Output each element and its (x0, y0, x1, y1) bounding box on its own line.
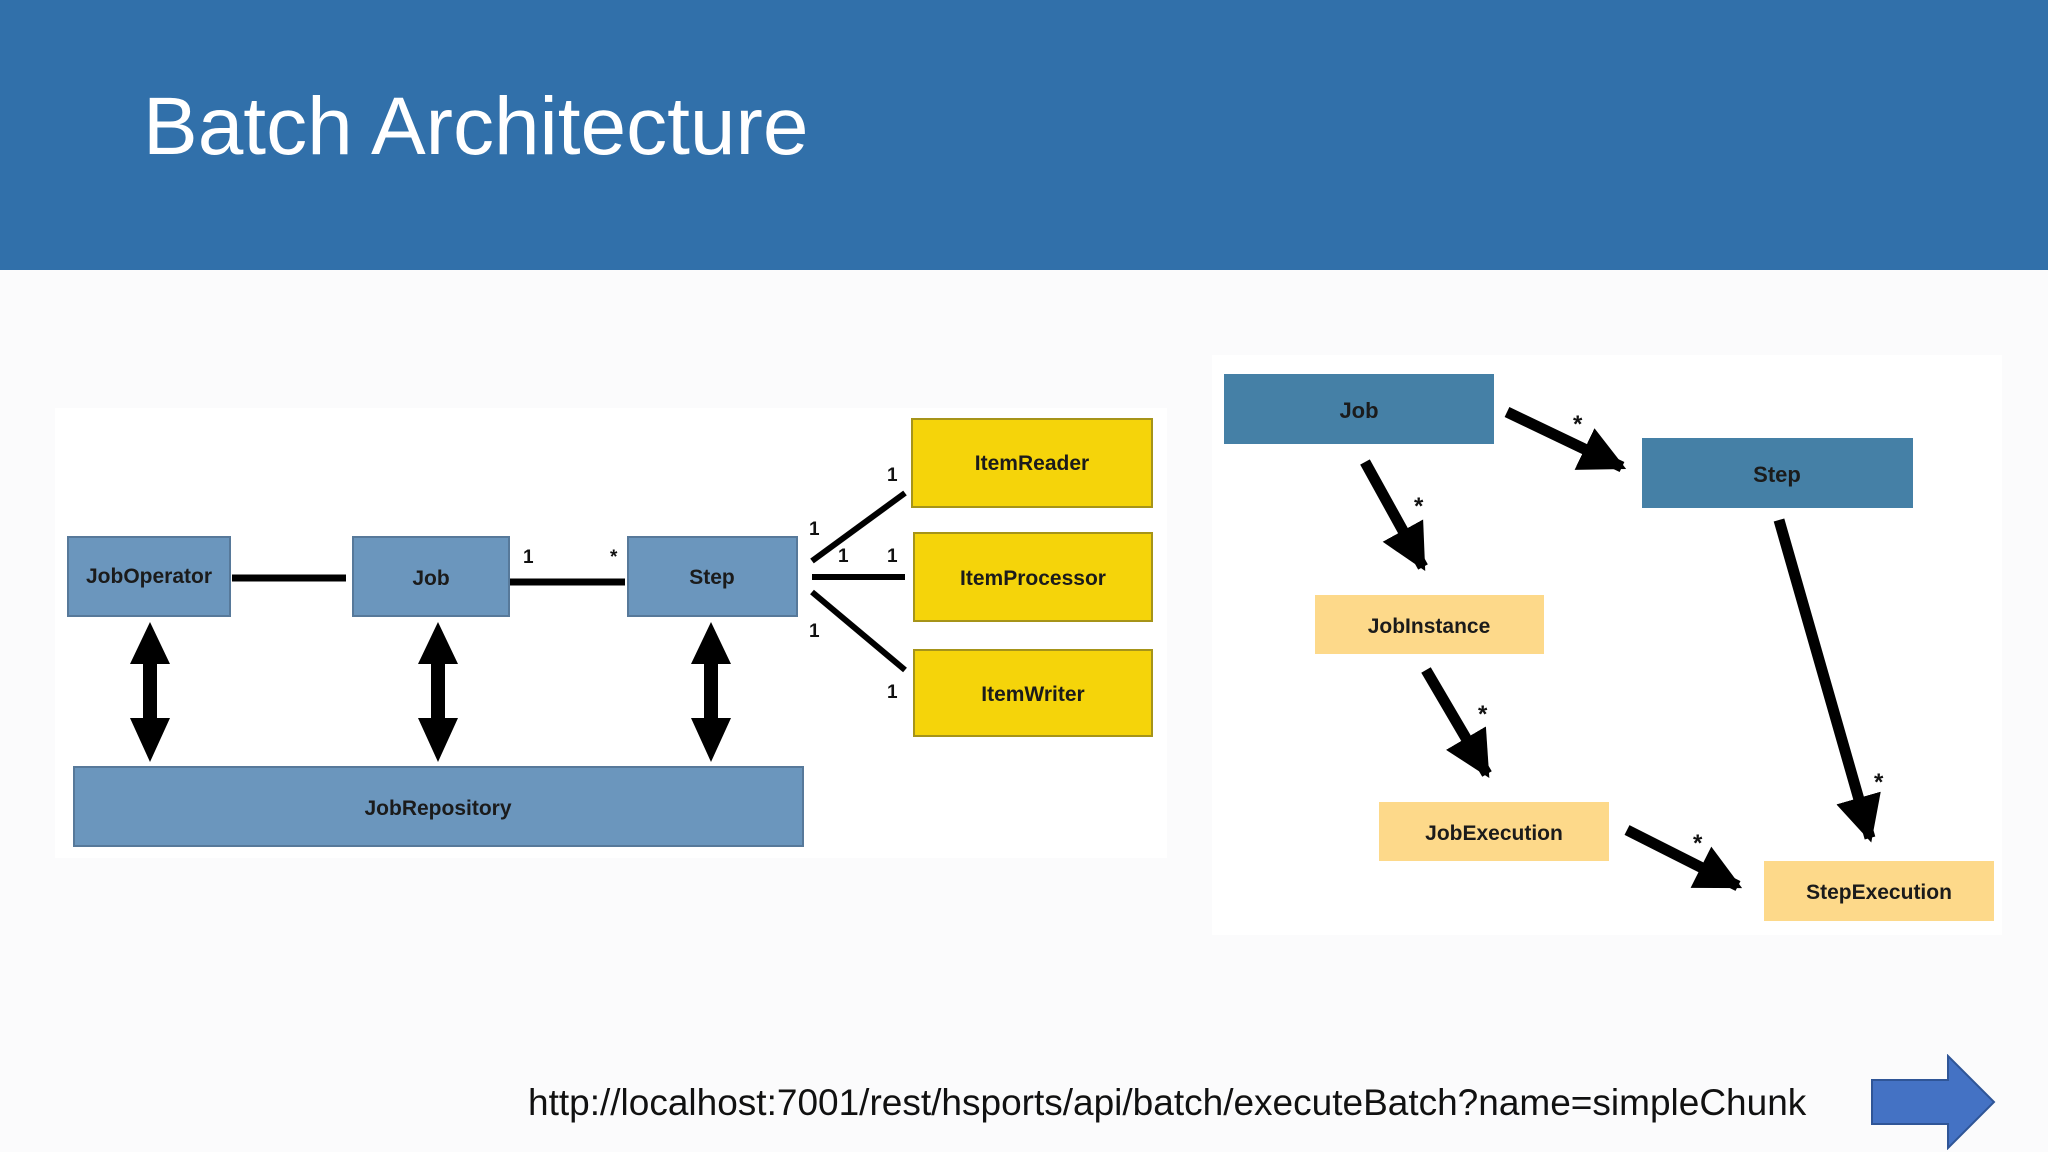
batch-endpoint-url: http://localhost:7001/rest/hsports/api/b… (528, 1082, 1807, 1123)
job-repository-box (73, 766, 804, 847)
job-to-instance-arrow (1360, 459, 1428, 572)
job-execution-box (1379, 802, 1609, 861)
domain-step-box (1642, 438, 1913, 508)
step-execution-box (1764, 861, 1994, 921)
domain-step-label: Step (1753, 462, 1801, 487)
item-writer-box (913, 649, 1153, 737)
item-reader-label: ItemReader (975, 452, 1089, 475)
step-repository-double-arrow (691, 622, 731, 762)
operator-repository-double-arrow (130, 622, 170, 762)
step-box (627, 536, 798, 617)
step-writer-connector (810, 589, 907, 673)
job-repository-double-arrow (418, 622, 458, 762)
execution-to-step-execution-arrow (1624, 825, 1743, 891)
step-to-step-execution-arrow (1773, 518, 1881, 843)
job-step-many-label: * (1573, 411, 1583, 438)
processor-multiplicity-one: 1 (887, 546, 898, 567)
job-label: Job (412, 567, 449, 590)
execution-step-execution-many-label: * (1693, 830, 1703, 857)
slide-title: Batch Architecture (143, 81, 809, 172)
job-instance-many-label: * (1414, 493, 1424, 520)
item-processor-box (913, 532, 1153, 622)
instance-execution-many-label: * (1478, 701, 1488, 728)
domain-job-label: Job (1339, 398, 1378, 423)
job-repository-label: JobRepository (364, 797, 511, 820)
reader-multiplicity-one: 1 (887, 465, 898, 486)
step-step-execution-many-label: * (1874, 769, 1884, 796)
step-writer-multiplicity-one: 1 (809, 621, 820, 642)
job-operator-label: JobOperator (86, 565, 212, 588)
job-instance-label: JobInstance (1368, 615, 1491, 638)
step-label: Step (689, 566, 735, 589)
job-to-step-arrow (1504, 407, 1627, 472)
step-reader-connector (810, 490, 907, 564)
job-operator-box (67, 536, 231, 617)
job-box (352, 536, 510, 617)
step-reader-multiplicity-one: 1 (809, 519, 820, 540)
step-execution-label: StepExecution (1806, 881, 1952, 904)
domain-job-box (1224, 374, 1494, 444)
item-processor-label: ItemProcessor (960, 567, 1106, 590)
step-processor-multiplicity-one: 1 (838, 546, 849, 567)
writer-multiplicity-one: 1 (887, 682, 898, 703)
right-arrow-icon[interactable] (1870, 1054, 1996, 1150)
item-reader-box (911, 418, 1153, 508)
slide-header (0, 0, 2048, 270)
instance-to-execution-arrow (1421, 667, 1492, 778)
job-step-multiplicity-many: * (610, 547, 618, 568)
job-execution-label: JobExecution (1425, 822, 1563, 845)
item-writer-label: ItemWriter (981, 683, 1084, 706)
job-step-multiplicity-one: 1 (523, 547, 534, 568)
job-instance-box (1315, 595, 1544, 654)
